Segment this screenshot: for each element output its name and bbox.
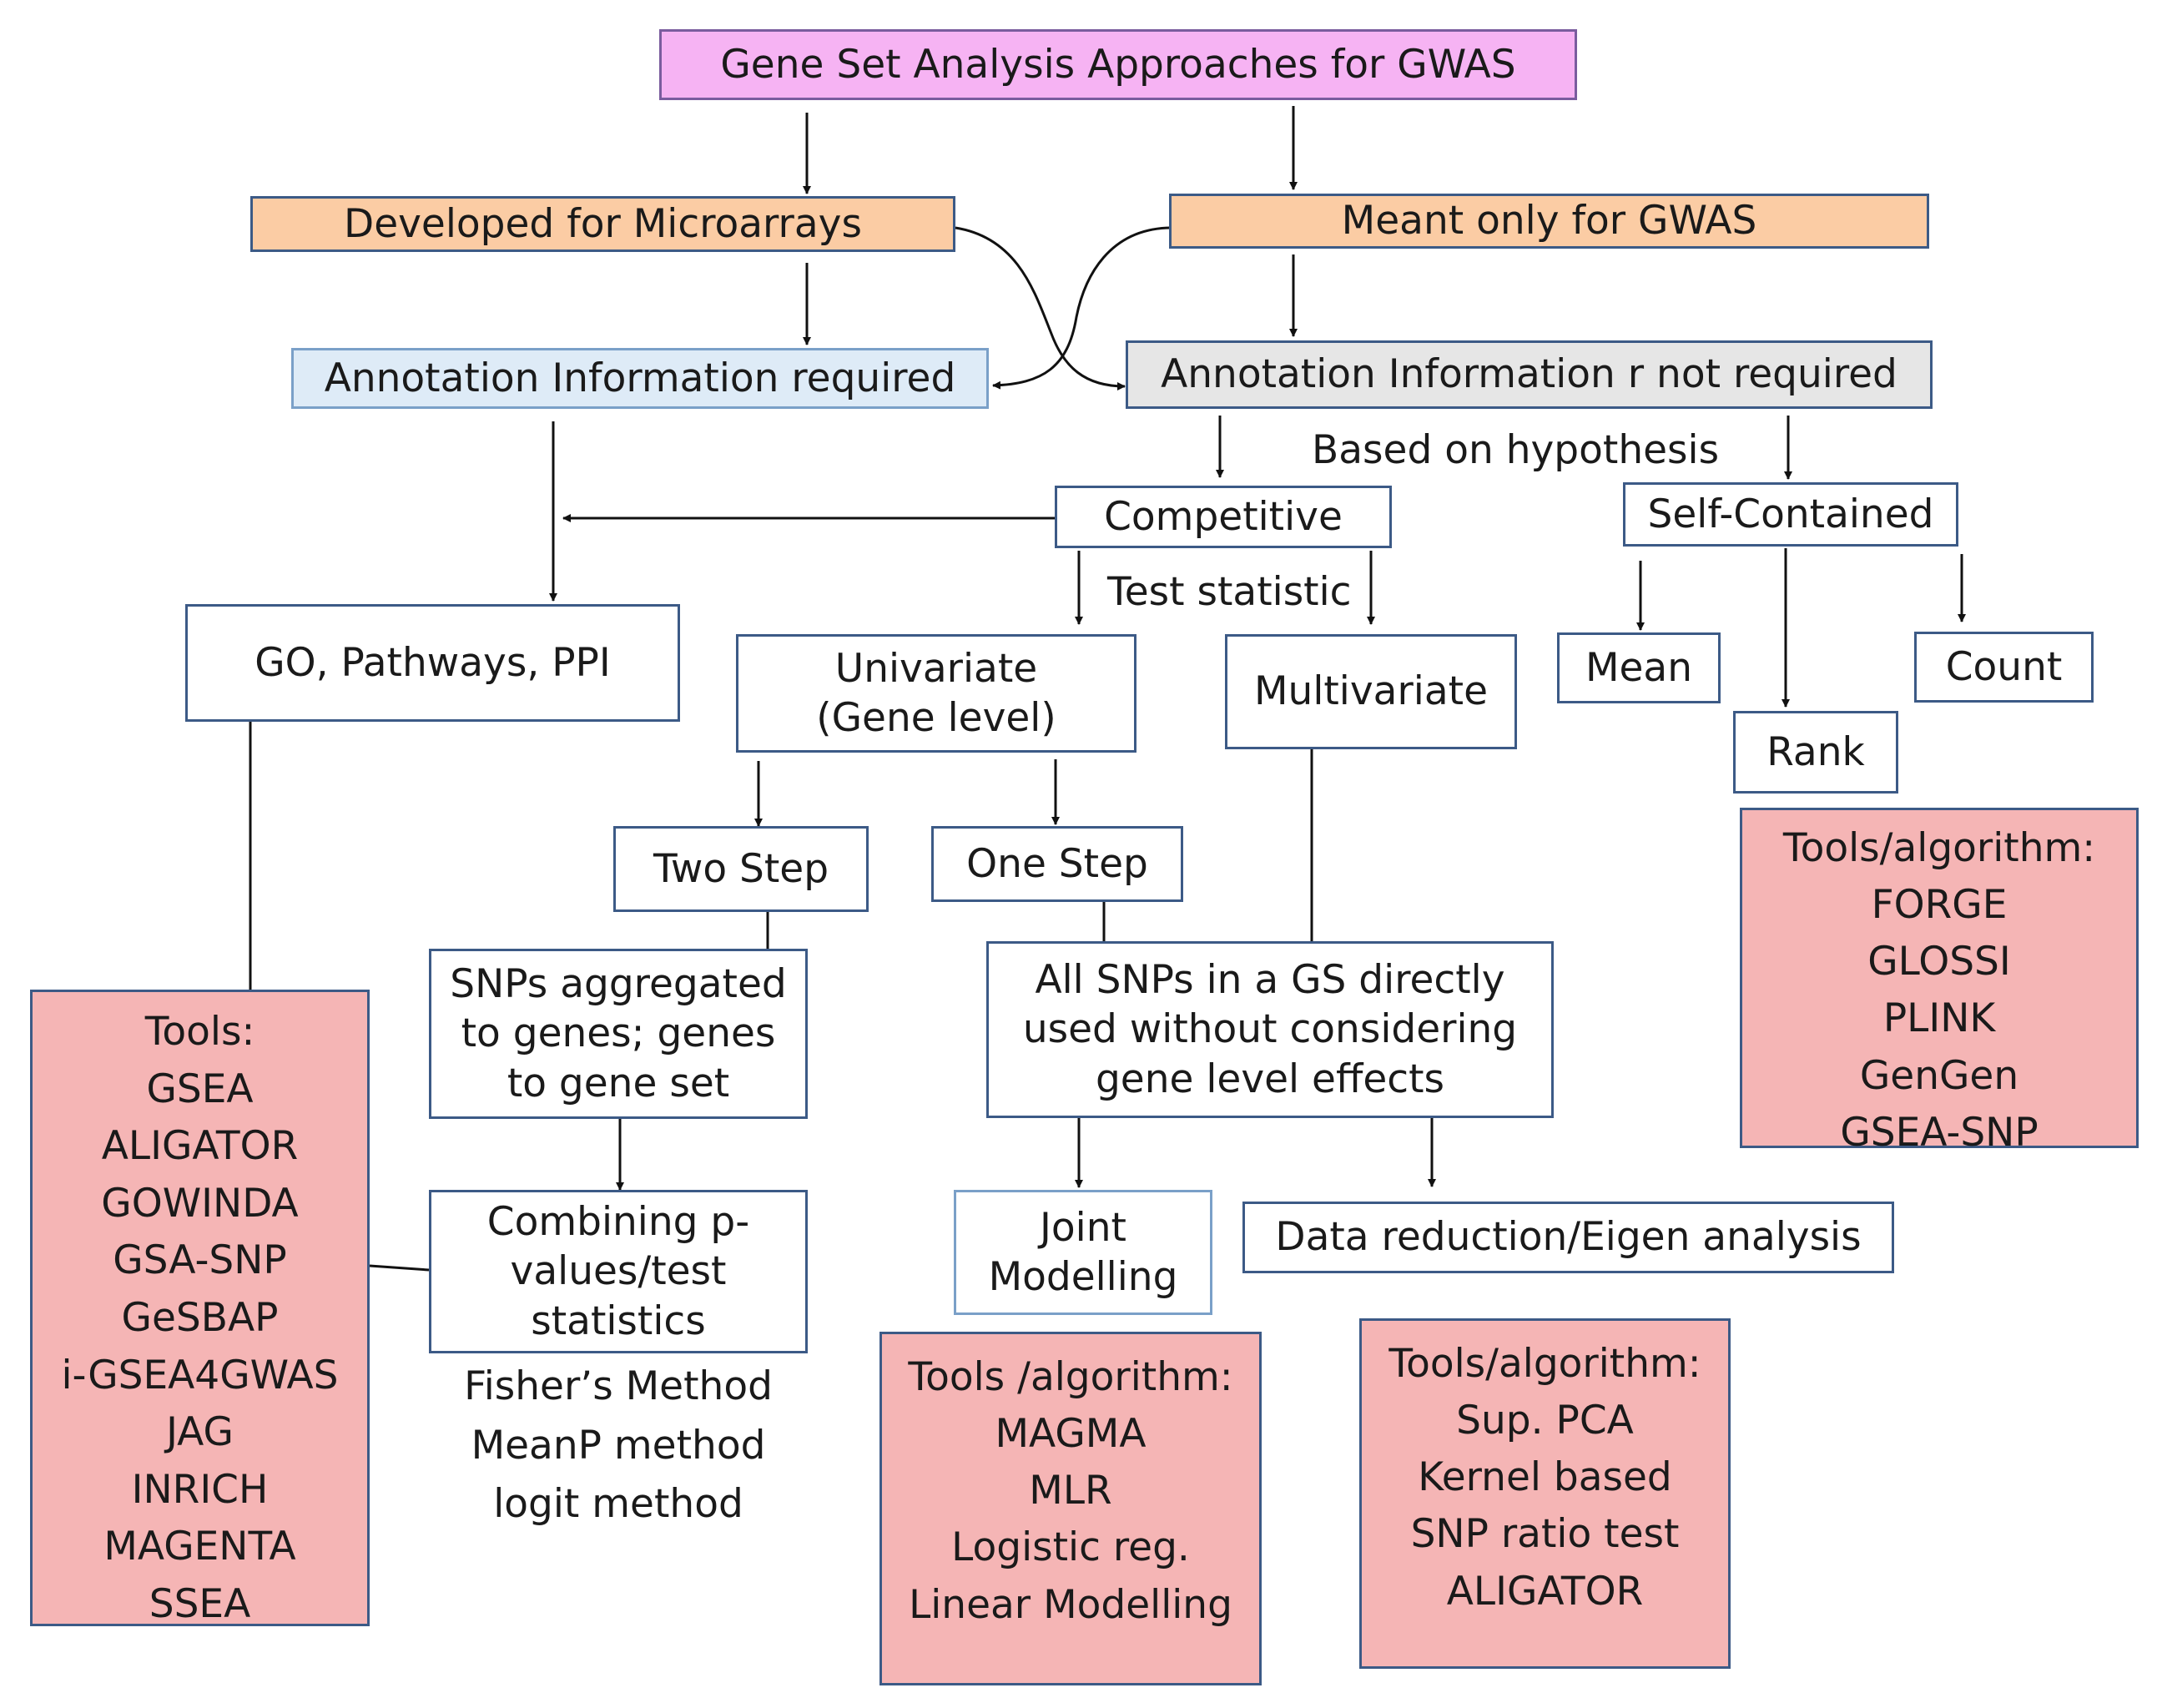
test-statistic-label: Test statistic — [1107, 569, 1352, 615]
count-box: Count — [1914, 632, 2094, 703]
tools-joint-box: Tools /algorithm: MAGMA MLR Logistic reg… — [879, 1332, 1262, 1685]
combining-methods: Fisher’s Method MeanP method logit metho… — [429, 1358, 808, 1534]
line-combining-to-tools — [369, 1264, 430, 1272]
tools-reduction-box: Tools/algorithm: Sup. PCA Kernel based S… — [1359, 1318, 1731, 1669]
tool-item: Logistic reg. — [951, 1524, 1190, 1571]
tools-self-contained-box: Tools/algorithm: FORGE GLOSSI PLINK GenG… — [1740, 808, 2139, 1156]
annotation-not-required-text: Annotation Information r not required — [1161, 351, 1897, 398]
annotation-required-text: Annotation Information required — [324, 355, 956, 401]
one-step-box: One Step — [931, 826, 1183, 902]
gwas-only-box: Meant only for GWAS — [1169, 194, 1929, 249]
tool-item: MLR — [1029, 1468, 1112, 1514]
tool-item: ALIGATOR — [1446, 1568, 1644, 1615]
competitive-box: Competitive — [1055, 486, 1392, 548]
snps-aggregated-line: SNPs aggregated — [450, 961, 787, 1008]
one-step-text: One Step — [966, 840, 1148, 887]
joint-modelling-line: Modelling — [988, 1254, 1178, 1300]
tool-item: i-GSEA4GWAS — [61, 1352, 339, 1398]
go-pathways-box: GO, Pathways, PPI — [185, 604, 680, 722]
rank-box: Rank — [1733, 711, 1898, 794]
annotation-required-box: Annotation Information required — [291, 348, 989, 409]
tool-item: GSA-SNP — [113, 1237, 287, 1284]
tool-item: GSEA — [146, 1066, 254, 1112]
all-snps-line: All SNPs in a GS directly — [1035, 957, 1505, 1004]
tool-item: PLINK — [1882, 995, 1996, 1042]
combining-method: logit method — [493, 1481, 743, 1527]
univariate-box: Univariate (Gene level) — [736, 634, 1136, 753]
tool-item: Linear Modelling — [909, 1581, 1232, 1628]
snps-aggregated-box: SNPs aggregated to genes; genes to gene … — [429, 949, 808, 1119]
univariate-line: (Gene level) — [816, 695, 1056, 741]
two-step-box: Two Step — [613, 826, 869, 912]
all-snps-line: used without considering — [1022, 1006, 1518, 1053]
tool-item: MAGMA — [995, 1411, 1147, 1458]
snps-aggregated-line: to genes; genes — [461, 1010, 776, 1057]
gwas-only-text: Meant only for GWAS — [1341, 198, 1757, 244]
rank-text: Rank — [1766, 728, 1865, 775]
go-pathways-text: GO, Pathways, PPI — [255, 639, 611, 686]
self-contained-text: Self-Contained — [1647, 491, 1934, 537]
multivariate-text: Multivariate — [1253, 668, 1489, 715]
combining-line: values/test — [510, 1248, 727, 1295]
data-reduction-text: Data reduction/Eigen analysis — [1275, 1214, 1862, 1261]
tool-item: JAG — [166, 1409, 234, 1456]
data-reduction-box: Data reduction/Eigen analysis — [1242, 1202, 1894, 1273]
tool-item: Sup. PCA — [1456, 1398, 1634, 1444]
tool-item: FORGE — [1871, 882, 2008, 929]
tools-self-contained-heading: Tools/algorithm: — [1782, 825, 2096, 871]
tool-item: MAGENTA — [103, 1524, 296, 1570]
joint-modelling-box: Joint Modelling — [954, 1190, 1212, 1315]
title-text: Gene Set Analysis Approaches for GWAS — [720, 41, 1516, 88]
combining-method: Fisher’s Method — [464, 1363, 773, 1409]
microarrays-box: Developed for Microarrays — [250, 196, 955, 252]
combining-method: MeanP method — [471, 1422, 766, 1469]
tool-item: SNP ratio test — [1410, 1511, 1680, 1558]
univariate-line: Univariate — [834, 645, 1038, 692]
tools-joint-heading: Tools /algorithm: — [908, 1354, 1233, 1400]
tool-item: GSEA-SNP — [1840, 1109, 2039, 1156]
combining-line: Combining p- — [486, 1199, 750, 1246]
combining-box: Combining p- values/test statistics — [429, 1190, 808, 1353]
title-box: Gene Set Analysis Approaches for GWAS — [659, 29, 1577, 100]
tool-item: GLOSSI — [1867, 939, 2011, 985]
tool-item: GOWINDA — [101, 1180, 299, 1227]
multivariate-box: Multivariate — [1225, 634, 1517, 749]
hypothesis-label: Based on hypothesis — [1312, 427, 1720, 473]
tools-annotation-box: Tools: GSEA ALIGATOR GOWINDA GSA-SNP GeS… — [30, 990, 370, 1627]
all-snps-line: gene level effects — [1095, 1056, 1445, 1102]
tool-item: INRICH — [131, 1466, 269, 1513]
competitive-text: Competitive — [1104, 493, 1343, 540]
tool-item: GeSBAP — [121, 1295, 279, 1342]
tool-item: Kernel based — [1418, 1454, 1672, 1501]
tool-item: ALIGATOR — [101, 1123, 299, 1170]
combining-line: statistics — [531, 1297, 706, 1344]
mean-text: Mean — [1585, 644, 1693, 691]
self-contained-box: Self-Contained — [1623, 482, 1958, 547]
tool-item: GenGen — [1859, 1052, 2019, 1099]
annotation-not-required-box: Annotation Information r not required — [1126, 340, 1933, 409]
tools-annotation-heading: Tools: — [144, 1009, 255, 1055]
snps-aggregated-line: to gene set — [506, 1060, 730, 1106]
tools-reduction-heading: Tools/algorithm: — [1388, 1341, 1701, 1387]
two-step-text: Two Step — [653, 845, 829, 892]
microarrays-text: Developed for Microarrays — [344, 200, 862, 247]
joint-modelling-line: Joint — [1040, 1204, 1126, 1251]
mean-box: Mean — [1557, 632, 1721, 703]
count-text: Count — [1945, 643, 2063, 690]
all-snps-box: All SNPs in a GS directly used without c… — [986, 941, 1554, 1118]
tool-item: SSEA — [149, 1581, 251, 1628]
